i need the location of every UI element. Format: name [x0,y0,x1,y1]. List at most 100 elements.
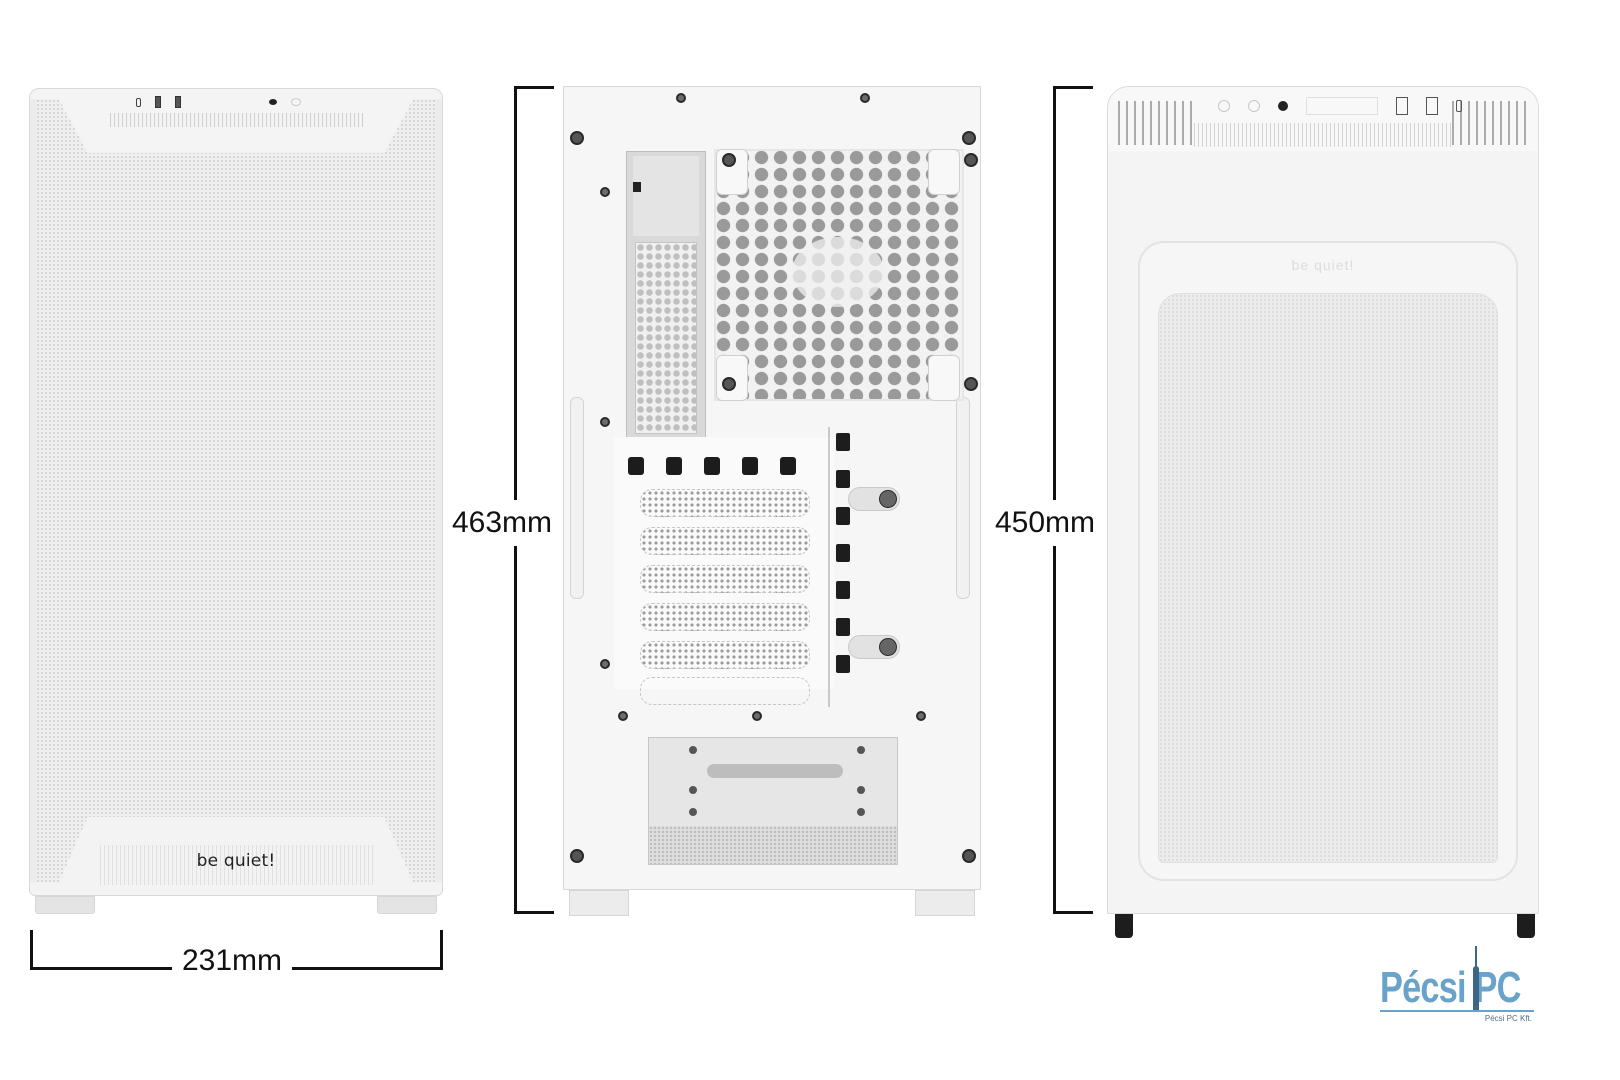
side-vents-right [1452,101,1528,145]
usb-a-port-icon [1396,97,1408,115]
screw-icon [600,659,610,669]
bracket-top [633,156,699,236]
usb-a-port-icon [175,96,181,108]
screw-icon [600,417,610,427]
case-foot [1115,914,1133,938]
top-io-ports [1218,97,1462,115]
fan-screw-icon [722,377,736,391]
height-dimension-tick-bottom [514,911,554,914]
port-cover [1306,97,1378,115]
fan-mount-slot [716,355,748,401]
case-foot [569,890,629,916]
watermark-logo: Pécsi PC Pécsi PC Kft. [1380,946,1550,1026]
side-panel-thumbscrew [848,487,900,511]
power-button-icon [1278,101,1288,111]
reset-button-icon [291,98,301,106]
tower-shaft [1473,966,1479,1010]
clip-icon [836,618,850,636]
height-dimension-tick-top [514,86,554,89]
expansion-bracket-area [626,151,706,439]
led-button-icon [1248,100,1260,112]
clip-icon [836,470,850,488]
slot-cover [640,565,810,593]
thumbscrew-icon [962,131,976,145]
fan-screw-icon [722,153,736,167]
psu-cable-slot [707,764,843,778]
case-foot [377,896,437,914]
width-dimension-label: 231mm [172,944,293,978]
clip-icon [628,457,644,475]
front-bottom-grille [100,845,374,885]
side-panel-vent [1158,293,1498,863]
fan-mount-slot [928,149,960,195]
screw-icon [618,711,628,721]
screw-icon [860,93,870,103]
slot-cover [640,527,810,555]
tower-mast [1475,946,1477,966]
rear-fan-frame [714,149,964,401]
mount-hole-icon [689,786,697,794]
slot-cover [640,603,810,631]
rear-panel [563,86,981,890]
front-io-ports [136,95,301,109]
mount-hole-icon [857,746,865,754]
depth-dimension-tick-top [1053,86,1093,89]
clip-icon [836,655,850,673]
expansion-slots [614,437,834,705]
switch-icon [633,182,641,192]
slot-clips-top [628,457,796,479]
screw-icon [600,187,610,197]
fan-screw-icon [964,377,978,391]
side-rail [570,397,584,599]
fan-screw-icon [964,153,978,167]
side-vents-left [1118,101,1194,145]
slot-clips-right [836,433,854,683]
clip-icon [704,457,720,475]
thumbscrew-icon [962,849,976,863]
bracket-grille [635,242,697,434]
clip-icon [780,457,796,475]
watermark-underline [1380,1010,1534,1012]
watermark-text: Pécsi PC [1380,963,1521,1012]
watermark-subtext: Pécsi PC Kft. [1484,1014,1532,1023]
power-button-icon [269,99,277,105]
clip-icon [836,507,850,525]
depth-dimension-label: 450mm [995,500,1096,546]
slot-cover [640,677,810,705]
width-dimension-tick-right [440,930,443,970]
case-side-view: be quiet! [1107,86,1539,938]
usb-c-port-icon [136,97,141,107]
tv-tower-icon [1472,946,1480,1012]
usb-a-port-icon [1426,97,1438,115]
front-mesh [36,95,436,889]
side-logo: be quiet! [1291,257,1355,273]
usb-a-port-icon [155,96,161,108]
side-panel-thumbscrew [848,635,900,659]
screw-icon [676,93,686,103]
screw-icon [752,711,762,721]
case-foot [1517,914,1535,938]
mount-hole-icon [857,786,865,794]
plus-screw-icon [879,490,897,508]
front-panel: be quiet! [29,88,443,896]
plus-screw-icon [879,638,897,656]
fan-mount-slot [928,355,960,401]
slot-rail [828,427,830,707]
fan-hub [792,237,884,307]
case-foot [915,890,975,916]
case-rear-view [563,86,981,916]
psu-intake-mesh [649,826,897,864]
usb-c-port-icon [1456,100,1462,112]
case-foot [35,896,95,914]
width-dimension-tick-left [30,930,33,970]
slot-cover [640,489,810,517]
front-top-grille [110,113,364,127]
thumbscrew-icon [570,131,584,145]
clip-icon [836,544,850,562]
depth-dimension-tick-bottom [1053,911,1093,914]
psu-bay [648,737,898,865]
reset-button-icon [1218,100,1230,112]
side-top-grille [1194,123,1454,147]
case-front-view: be quiet! [29,88,443,914]
height-dimension-label: 463mm [452,500,553,546]
